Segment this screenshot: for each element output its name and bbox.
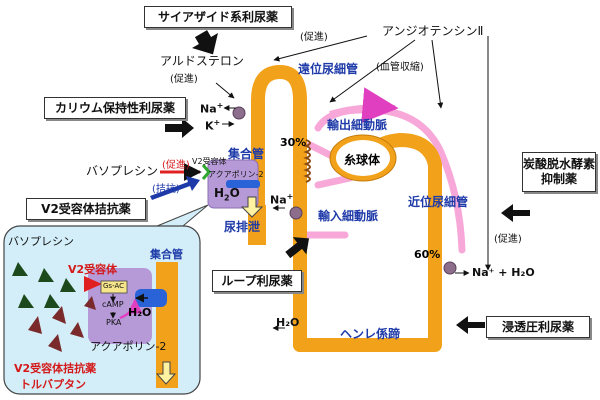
inset-vasopressin-label: バソプレシン — [8, 235, 74, 248]
inset-aquaporin-label: アクアポリン-2 — [90, 340, 167, 353]
na-loop-label: Na+ — [270, 192, 294, 207]
carbonic-line2: 抑制薬 — [540, 172, 577, 186]
inset-urine-arrow — [155, 361, 177, 385]
transporter-proximal — [443, 261, 457, 275]
aquaporin-channel — [226, 180, 260, 188]
k-distal-label: K+ — [205, 118, 221, 133]
proximal-tubule-label: 近位尿細管 — [408, 195, 469, 209]
antagonize-label: (拮抗) — [152, 184, 180, 195]
transporter-distal — [232, 106, 246, 120]
inset-antagonist-line1: V2受容体拮抗薬 — [14, 362, 97, 375]
h2o-henle-label: H₂O — [276, 316, 300, 329]
antagonist-triangles — [28, 296, 96, 352]
urine-arrow — [240, 196, 264, 218]
vasopressin-triangles — [12, 262, 76, 308]
potassium-sparing-drug-box: カリウム保持性利尿薬 — [44, 97, 186, 119]
inset-pka-label: PKA — [106, 318, 122, 327]
carbonic-anhydrase-drug-box: 炭酸脱水酵素 抑制薬 — [522, 152, 596, 192]
percent-60: 60% — [414, 248, 441, 261]
v2-receptor-small: V2受容体 — [192, 157, 227, 166]
urine-excretion-label: 尿排泄 — [224, 220, 261, 234]
efferent-arteriole-label: 輸出細動脈 — [327, 118, 388, 132]
efferent-arrow — [329, 87, 399, 124]
distal-tubule-label: 遠位尿細管 — [298, 62, 359, 76]
v2-antagonist-drug-box: V2受容体拮抗薬 — [26, 198, 146, 220]
inset-collecting-duct-label: 集合管 — [150, 248, 183, 261]
inset-antagonist-line2: トルバプタン — [20, 378, 86, 391]
glomerulus-label: 糸球体 — [344, 153, 381, 167]
promote-thiazide: (促進) — [300, 32, 328, 43]
collecting-duct-label: 集合管 — [228, 147, 265, 161]
inset-pink-arrow — [119, 298, 143, 320]
promote-aldosterone: (促進) — [170, 74, 198, 85]
inset-h2o-label: H₂O — [128, 306, 152, 319]
percent-30: 30% — [280, 136, 307, 149]
inset-v2-receptor-label: V2受容体 — [68, 263, 118, 276]
h2o-collecting-label: H2O — [214, 186, 240, 203]
inset-receptor — [84, 276, 102, 292]
inset-camp-label: cAMP — [102, 300, 124, 309]
drug-arrows — [165, 30, 530, 334]
loop-drug-box: ループ利尿薬 — [212, 270, 302, 292]
promote-carbonic: (促進) — [494, 234, 522, 245]
vasopressin-label: バソプレシン — [86, 164, 159, 178]
thiazide-drug-box: サイアザイド系利尿薬 — [144, 6, 292, 28]
carbonic-line1: 炭酸脱水酵素 — [523, 157, 596, 171]
v2-antagonist-arrow — [150, 176, 200, 200]
inset-gs-ac-box — [100, 280, 128, 294]
glomerulus-inner — [336, 140, 390, 176]
vasoconstrict-label: (血管収縮) — [376, 62, 424, 73]
osmotic-drug-box: 浸透圧利尿薬 — [486, 316, 590, 338]
macula-densa-coil — [303, 139, 311, 183]
henle-loop-label: ヘンレ係蹄 — [340, 327, 401, 341]
angiotensin-label: アンジオテンシンⅡ — [382, 24, 484, 38]
promote-vasopressin: (促進) — [162, 160, 190, 171]
v2-receptor-mark — [201, 164, 211, 180]
connector-arrows — [215, 35, 491, 331]
aldosterone-label: アルドステロン — [160, 54, 244, 68]
inset-gs-ac-label: Gs-AC — [103, 282, 124, 290]
aquaporin-small: アクアポリン-2 — [208, 170, 264, 179]
na-distal-label: Na+ — [200, 101, 224, 116]
afferent-arteriole-label: 輸入細動脈 — [318, 209, 379, 223]
na-h2o-proximal-label: Na⁺ + H₂O — [472, 266, 535, 279]
transporter-loop — [289, 206, 303, 220]
